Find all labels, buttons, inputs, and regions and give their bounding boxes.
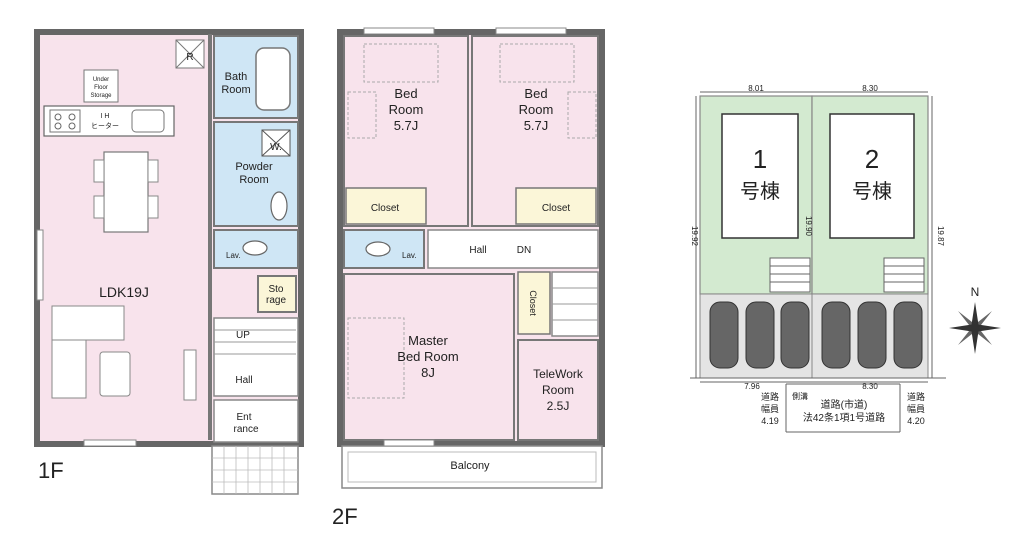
closet-label-3: Closet xyxy=(528,290,538,316)
bed2-label-3: 5.7J xyxy=(524,118,549,133)
bathtub xyxy=(255,47,291,111)
dn-label: DN xyxy=(517,245,531,256)
underfloor-label-3: Storage xyxy=(90,93,112,99)
basin xyxy=(270,191,288,221)
telework-label-3: 2.5J xyxy=(547,399,570,413)
window xyxy=(495,27,567,35)
road-width-label-right-2: 幅員 xyxy=(907,403,925,414)
closet-label-1: Closet xyxy=(371,203,400,214)
dining-table xyxy=(103,151,149,233)
entrance-label-2: rance xyxy=(233,424,258,435)
up-label: UP xyxy=(236,330,250,341)
dim-bot-2: 8.30 xyxy=(862,382,878,391)
lot-1-name: 号棟 xyxy=(740,180,780,203)
lot-2-number: 2 xyxy=(865,144,879,174)
floor-1-label: 1F xyxy=(38,458,64,483)
dim-left: 19.92 xyxy=(690,226,699,247)
car-icons xyxy=(709,301,923,369)
bed2-label-2: Room xyxy=(519,102,554,117)
coffee-table xyxy=(99,351,131,397)
road-width-label-left-1: 道路 xyxy=(761,391,779,402)
underfloor-label-1: Under xyxy=(93,77,109,83)
tv-board xyxy=(183,349,197,401)
closet xyxy=(517,271,551,335)
window xyxy=(383,439,435,447)
storage-label-1: Sto xyxy=(268,284,283,295)
site-plan xyxy=(690,91,1001,433)
dim-mid: 19.90 xyxy=(804,216,813,237)
closet xyxy=(345,187,427,225)
master-label-3: 8J xyxy=(421,365,435,380)
washer-label: W. xyxy=(270,142,282,153)
ih-label-2: ヒーター xyxy=(91,121,119,130)
road-width-left: 4.19 xyxy=(761,416,779,426)
r-label: R xyxy=(186,52,193,63)
bed1-label-3: 5.7J xyxy=(394,118,419,133)
powder-label-2: Room xyxy=(239,174,268,186)
master-label-2: Bed Room xyxy=(397,349,458,364)
north-label: N xyxy=(971,285,980,299)
dim-bot-1: 7.96 xyxy=(744,382,760,391)
storage-label-2: rage xyxy=(266,295,286,306)
gutter-label: 側溝 xyxy=(792,391,808,401)
road-width-right: 4.20 xyxy=(907,416,925,426)
ldk-label: LDK19J xyxy=(99,284,149,300)
sink xyxy=(131,109,165,133)
floor-2-plan xyxy=(337,27,605,489)
lav-label-2f: Lav. xyxy=(402,251,417,260)
lot-1-number: 1 xyxy=(753,144,767,174)
building-2 xyxy=(829,113,915,239)
window xyxy=(36,229,44,301)
underfloor-label-2: Floor xyxy=(94,85,108,91)
entrance-area xyxy=(213,399,299,443)
powder-label-1: Powder xyxy=(235,161,273,173)
sofa xyxy=(51,305,125,341)
road-law: 法42条1項1号道路 xyxy=(803,411,885,424)
closet-label-2: Closet xyxy=(542,203,571,214)
bed2-label-1: Bed xyxy=(524,86,547,101)
toilet-icon xyxy=(242,240,268,256)
telework-room xyxy=(517,339,599,441)
entrance-label-1: Ent xyxy=(236,412,251,423)
floor-1-plan xyxy=(34,29,304,495)
building-1 xyxy=(721,113,799,239)
window xyxy=(83,439,137,447)
dim-right: 19.87 xyxy=(936,226,945,247)
window xyxy=(363,27,435,35)
storage-room xyxy=(257,275,297,313)
master-label-1: Master xyxy=(408,333,448,348)
road-width-label-right-1: 道路 xyxy=(907,391,925,402)
telework-label-2: Room xyxy=(542,383,574,397)
balcony-label: Balcony xyxy=(450,460,490,472)
road-width-label-left-2: 幅員 xyxy=(761,403,779,414)
hall-label-2f: Hall xyxy=(469,245,486,256)
dim-top-1: 8.01 xyxy=(748,84,764,93)
lot-2-name: 号棟 xyxy=(852,180,892,203)
bed1-label-1: Bed xyxy=(394,86,417,101)
underfloor-storage-box xyxy=(83,69,119,103)
dim-top-2: 8.30 xyxy=(862,84,878,93)
ih-label-1: I H xyxy=(101,113,110,120)
telework-label-1: TeleWork xyxy=(533,367,584,381)
road-name: 道路(市道) xyxy=(821,398,868,411)
bath-label-1: Bath xyxy=(225,71,248,83)
closet xyxy=(515,187,597,225)
hall-area xyxy=(213,317,299,397)
bath-label-2: Room xyxy=(221,84,250,96)
floor-2-label: 2F xyxy=(332,504,358,529)
bed1-label-2: Room xyxy=(389,102,424,117)
ih-stove-icon xyxy=(49,109,81,133)
hall-area xyxy=(427,229,599,269)
compass-icon xyxy=(949,302,1001,354)
lav-label-1f: Lav. xyxy=(226,251,241,260)
labels: Bath Room Powder Room W. R Under Floor S… xyxy=(38,52,979,529)
toilet-icon xyxy=(365,241,391,257)
hall-label-1f: Hall xyxy=(235,375,252,386)
master-bed-room xyxy=(343,273,515,441)
